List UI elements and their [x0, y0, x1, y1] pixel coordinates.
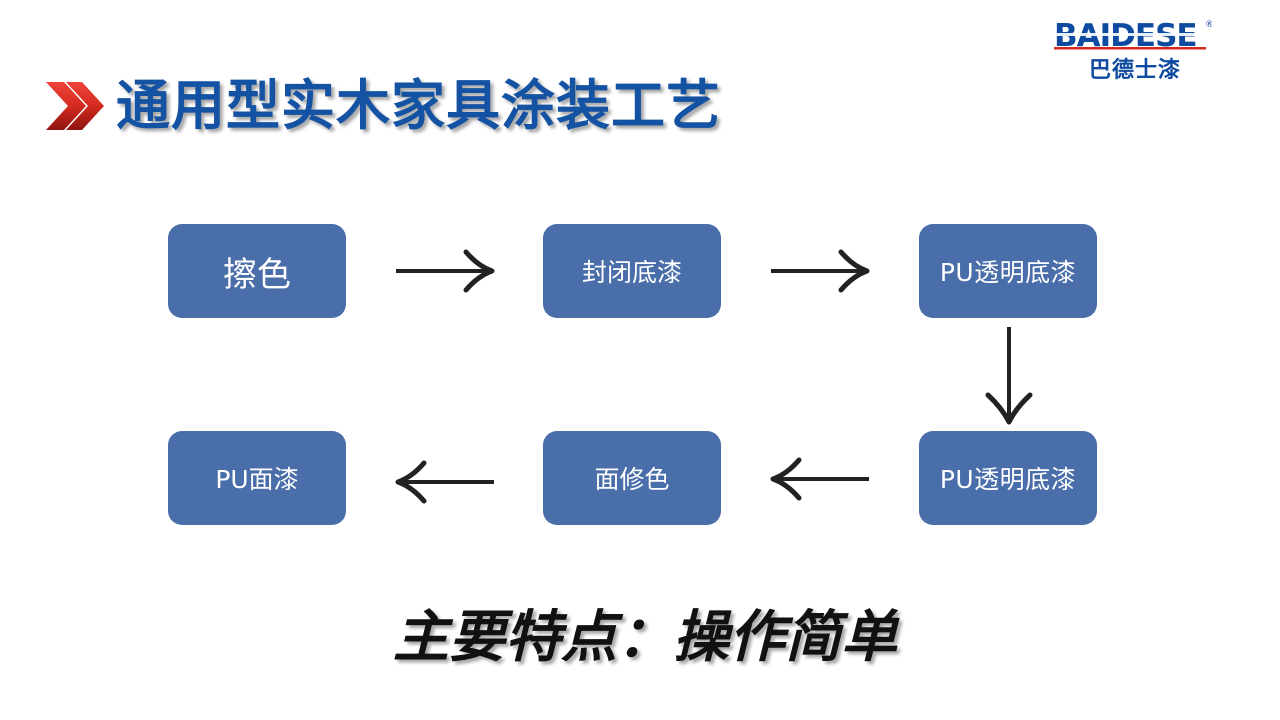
- page-title: 通用型实木家具涂装工艺: [116, 74, 721, 137]
- brand-name-cn: 巴德士漆: [1088, 58, 1181, 83]
- registered-mark: ®: [1205, 20, 1212, 30]
- process-step-pu-clear-primer-1: PU透明底漆: [919, 224, 1097, 318]
- process-step-sealer: 封闭底漆: [543, 224, 721, 318]
- process-step-stain: 擦色: [168, 224, 346, 318]
- process-step-pu-clear-primer-2: PU透明底漆: [919, 431, 1097, 525]
- brand-logo: BAIDESE ® 巴德士漆: [1052, 14, 1222, 83]
- arrow-left-icon: [395, 460, 494, 504]
- arrow-left-icon: [770, 457, 869, 501]
- arrow-down-icon: [985, 327, 1033, 425]
- process-step-top-color-touchup: 面修色: [543, 431, 721, 525]
- arrow-right-icon: [396, 249, 495, 293]
- process-step-pu-topcoat: PU面漆: [168, 431, 346, 525]
- brand-logo-wordmark: BAIDESE ®: [1054, 18, 1212, 52]
- arrow-right-icon: [771, 249, 870, 293]
- key-feature-caption: 主要特点：操作简单: [393, 605, 897, 670]
- double-chevron-icon: [46, 82, 104, 130]
